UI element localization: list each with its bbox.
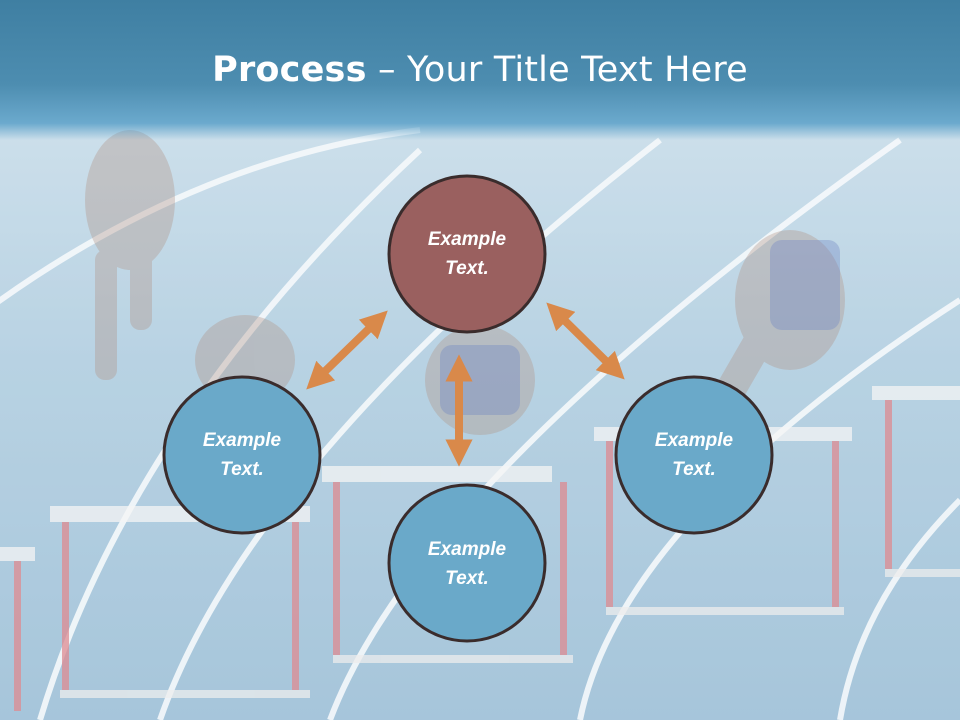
double-arrow-top-left [306,310,388,390]
slide-title[interactable]: Process – Your Title Text Here [0,50,960,90]
title-banner [0,0,960,140]
node-left-line2: Text. [220,459,264,480]
title-bold: Process [212,50,367,90]
node-label-bottom: Example Text. [402,535,532,593]
node-circle-top[interactable] [387,174,547,334]
node-circle-left[interactable] [162,375,322,535]
node-label-right: Example Text. [629,426,759,484]
node-top-line2: Text. [445,258,489,279]
node-circle-bottom[interactable] [387,483,547,643]
node-bottom-line1: Example [427,539,507,560]
node-right-line2: Text. [672,459,716,480]
title-rest: – Your Title Text Here [366,50,748,90]
node-top-line1: Example [427,229,507,250]
node-label-top: Example Text. [402,225,532,283]
node-right-line1: Example [654,430,734,451]
node-left-line1: Example [202,430,282,451]
double-arrow-top-right [546,302,625,380]
node-bottom-line2: Text. [445,568,489,589]
node-circle-right[interactable] [614,375,774,535]
node-label-left: Example Text. [177,426,307,484]
